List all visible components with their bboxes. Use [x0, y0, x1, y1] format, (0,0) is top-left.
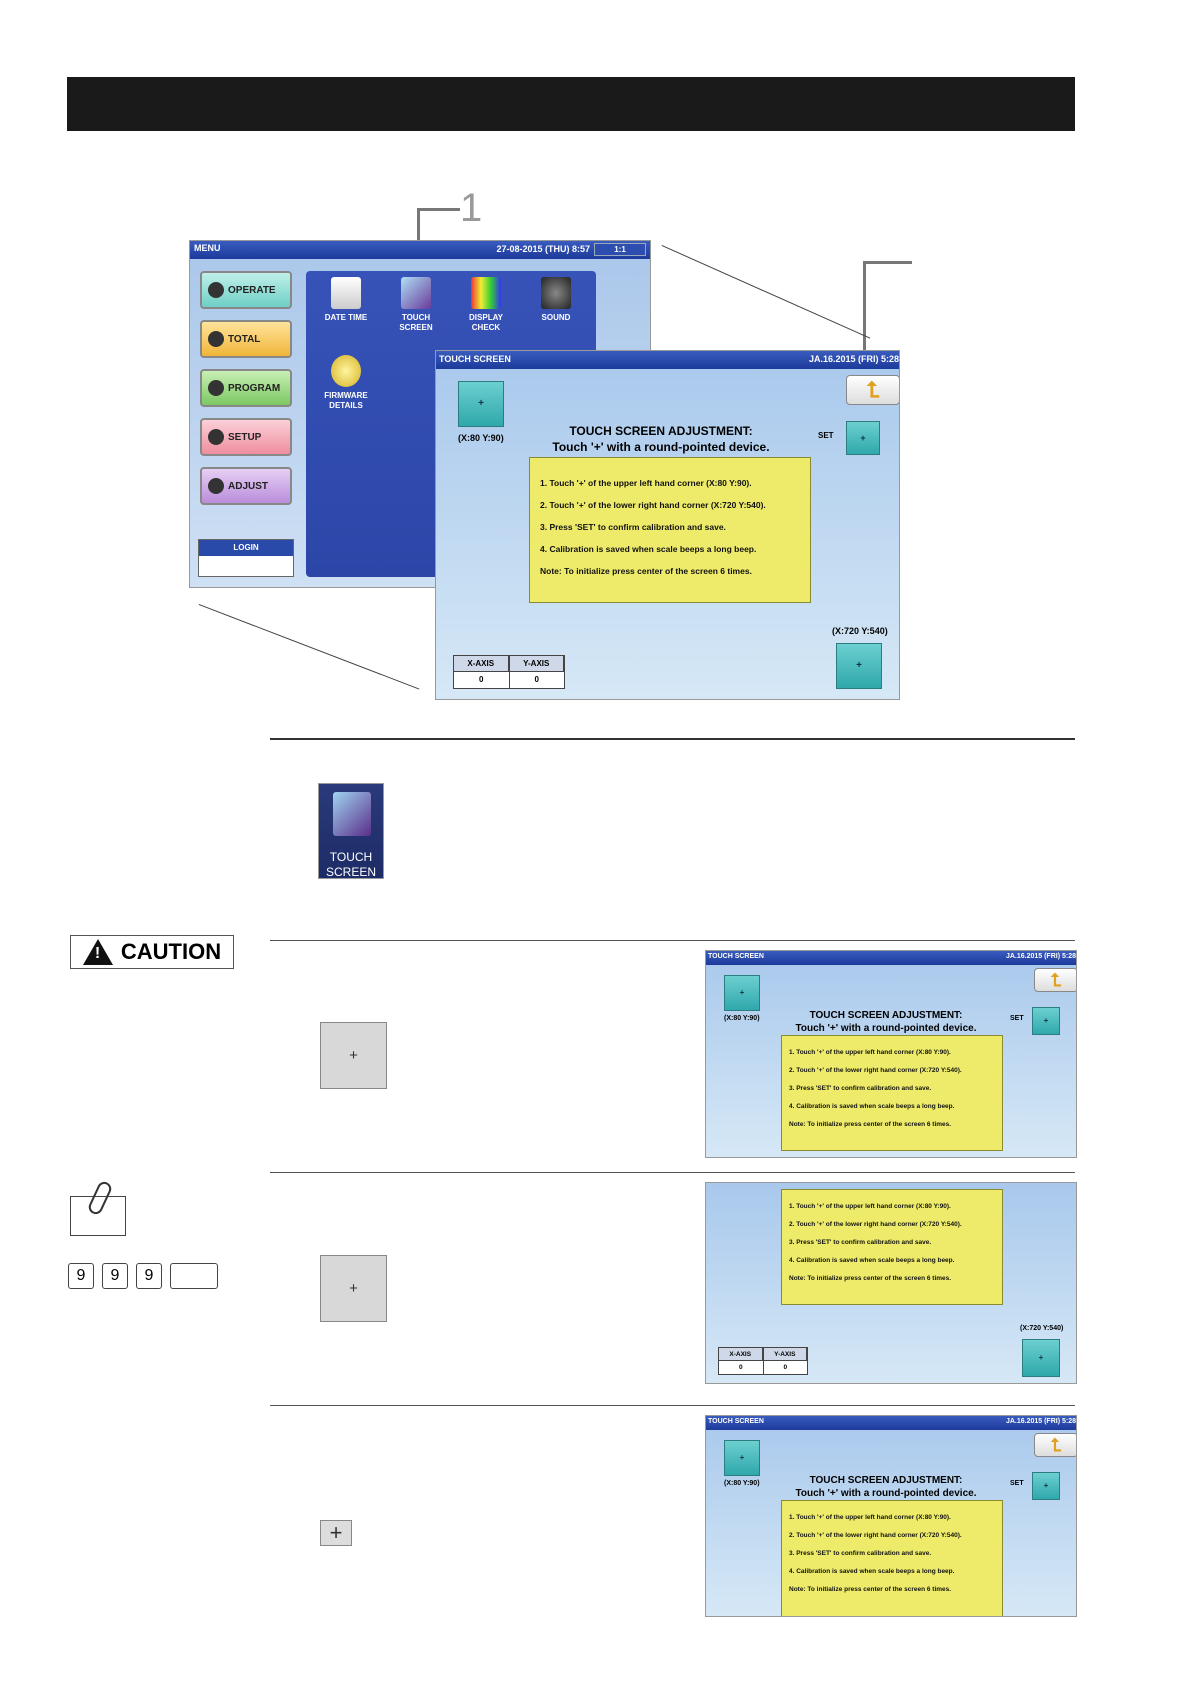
note-box: [70, 1179, 126, 1236]
speaker-icon: [541, 277, 571, 309]
key-blank: [170, 1263, 218, 1289]
step-plus-button-3: +: [320, 1520, 352, 1546]
date-time-item[interactable]: DATE TIME: [316, 277, 376, 323]
total-button[interactable]: TOTAL: [200, 320, 292, 358]
program-button[interactable]: PROGRAM: [200, 369, 292, 407]
key-9: 9: [102, 1263, 128, 1289]
caution-label: !CAUTION: [70, 935, 234, 969]
warning-icon: !: [82, 939, 113, 965]
callout-number: 1: [460, 186, 483, 230]
step-plus-button-2: +: [320, 1255, 387, 1322]
adjust-button[interactable]: ADJUST: [200, 467, 292, 505]
touch-screen-icon: [333, 792, 371, 836]
divider-2: [270, 940, 1075, 941]
instructions-box: 1. Touch '+' of the upper left hand corn…: [529, 457, 811, 603]
operate-button[interactable]: OPERATE: [200, 271, 292, 309]
menu-title: MENU: [194, 243, 221, 253]
zoom-line-top: [661, 245, 871, 339]
touch-screen-small-2: 1. Touch '+' of the upper left hand corn…: [705, 1182, 1077, 1384]
display-icon: [471, 277, 501, 309]
menu-datetime: 27-08-2015 (THU) 8:57: [496, 244, 590, 254]
divider-1: [270, 738, 1075, 740]
zoom-line-bottom: [198, 604, 420, 690]
touch-screen-icon: [401, 277, 431, 309]
callout-leader-h: [418, 208, 460, 211]
info-icon: [331, 355, 361, 387]
ts-heading: TOUCH SCREEN ADJUSTMENT:Touch '+' with a…: [552, 424, 770, 454]
set-button[interactable]: +: [846, 421, 880, 455]
ul-plus-button[interactable]: +: [724, 1440, 760, 1476]
set-button[interactable]: +: [1032, 1472, 1060, 1500]
ts-title-bar: TOUCH SCREEN JA.16.2015 (FRI) 5:28: [436, 351, 899, 369]
login-box[interactable]: LOGIN: [198, 539, 294, 577]
back-button[interactable]: ⮤: [1034, 968, 1076, 992]
clock-icon: [208, 331, 224, 347]
menu-status: 1:1: [594, 243, 646, 256]
key-9: 9: [68, 1263, 94, 1289]
ul-plus-button[interactable]: +: [458, 381, 504, 427]
setup-button[interactable]: SETUP: [200, 418, 292, 456]
back-button[interactable]: ⮤: [846, 375, 899, 405]
login-label: LOGIN: [199, 540, 293, 556]
menu-title-bar: MENU 27-08-2015 (THU) 8:57 1:1: [190, 241, 650, 259]
callout-leader-v2: [863, 261, 866, 371]
set-button[interactable]: +: [1032, 1007, 1060, 1035]
lr-plus-button[interactable]: +: [1022, 1339, 1060, 1377]
back-button[interactable]: ⮤: [1034, 1433, 1076, 1457]
ul-plus-button[interactable]: +: [724, 975, 760, 1011]
play-icon: [208, 282, 224, 298]
divider-4: [270, 1405, 1075, 1406]
set-label: SET: [818, 431, 834, 440]
key-9: 9: [136, 1263, 162, 1289]
lr-plus-button[interactable]: +: [836, 643, 882, 689]
sound-item[interactable]: SOUND: [526, 277, 586, 323]
touch-screen-large: TOUCH SCREEN JA.16.2015 (FRI) 5:28 + (X:…: [435, 350, 900, 700]
adjust-icon: [208, 478, 224, 494]
coord-lr: (X:720 Y:540): [832, 626, 888, 636]
paperclip-icon: [86, 1179, 114, 1217]
book-icon: [208, 380, 224, 396]
callout-leader-h2: [864, 261, 912, 264]
coord-ul: (X:80 Y:90): [458, 433, 504, 443]
wrench-icon: [208, 429, 224, 445]
page-header-bar: [67, 77, 1075, 131]
calendar-icon: [331, 277, 361, 309]
divider-3: [270, 1172, 1075, 1173]
step-plus-button-1: +: [320, 1022, 387, 1089]
